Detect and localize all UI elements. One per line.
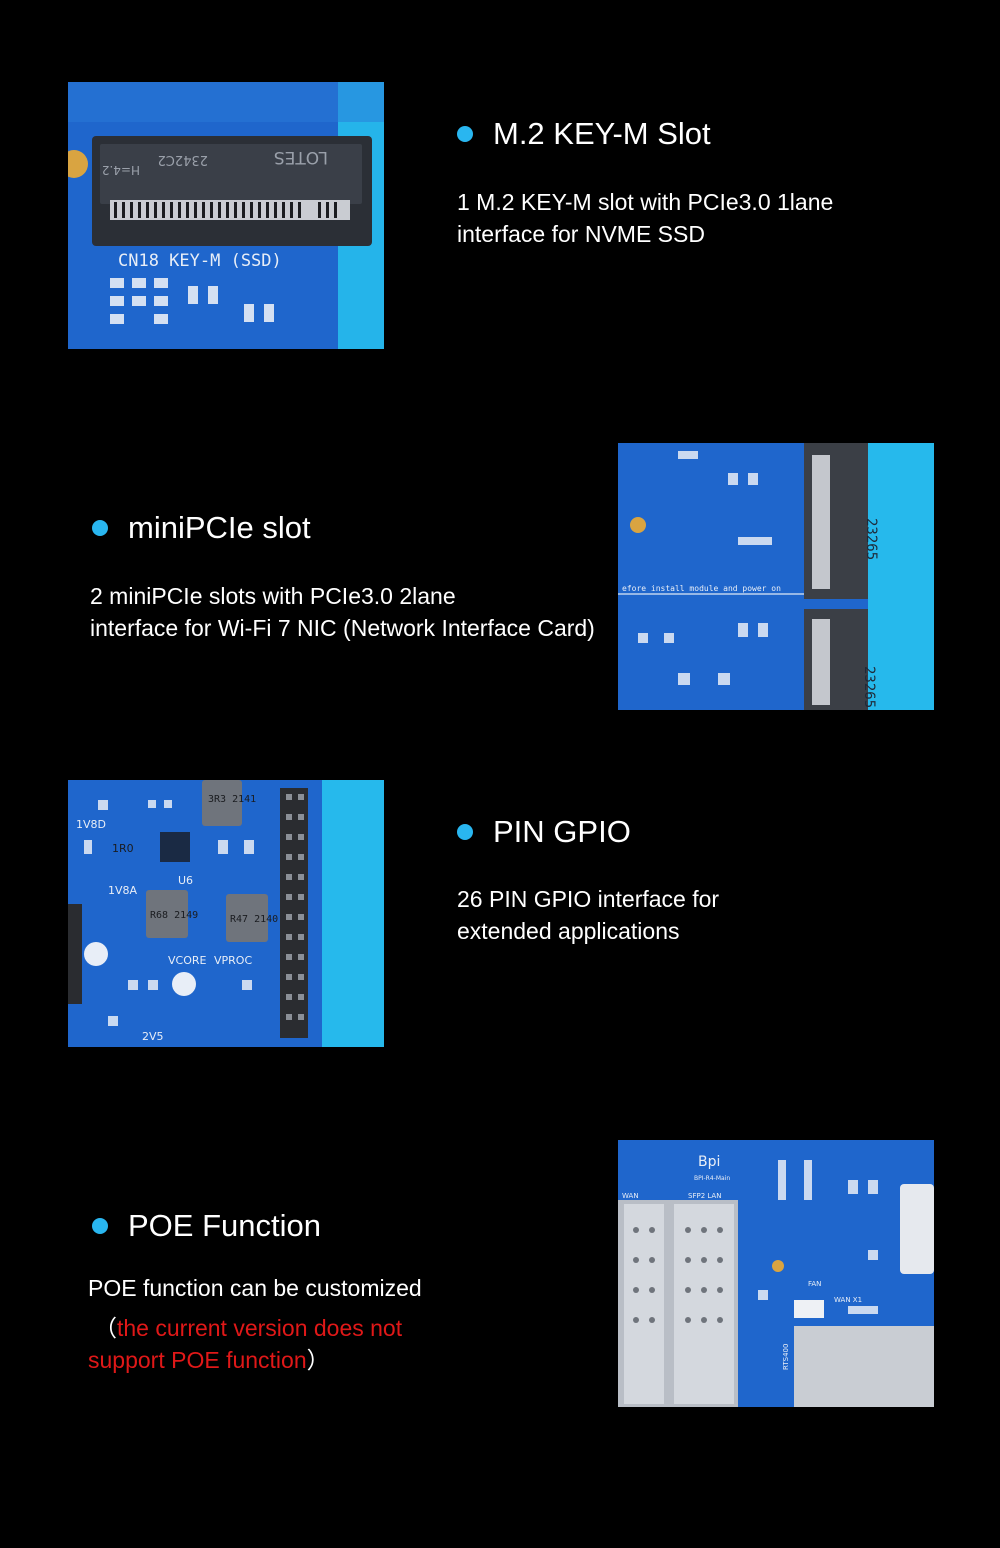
m2-slot-photo: LOTES 2342C2 H=4.2 CN18 KEY-M (SSD) bbox=[68, 82, 384, 349]
minipcie-photo-label-2: 23265 bbox=[861, 666, 877, 708]
section-poe-function: POE Function POE function can be customi… bbox=[0, 1130, 1000, 1548]
poe-warning-line1: the current version does not bbox=[117, 1315, 403, 1341]
gpio-photo-label-2v5: 2V5 bbox=[142, 1030, 164, 1043]
poe-title: POE Function bbox=[128, 1208, 321, 1243]
bullet-icon bbox=[457, 126, 473, 142]
minipcie-photo: efore install module and power on 23265 … bbox=[618, 443, 934, 710]
m2-slot-description: 1 M.2 KEY-M slot with PCIe3.0 1lane inte… bbox=[457, 186, 833, 250]
minipcie-heading: miniPCIe slot bbox=[92, 508, 311, 548]
m2-slot-title: M.2 KEY-M Slot bbox=[493, 116, 711, 151]
poe-warning-line2: support POE function bbox=[88, 1347, 307, 1373]
gpio-photo-label-r47: R47 2140 bbox=[230, 914, 278, 925]
bullet-icon bbox=[92, 520, 108, 536]
minipcie-photo-label-note: efore install module and power on bbox=[622, 584, 781, 593]
m2-photo-label-date: 2342C2 bbox=[158, 152, 208, 167]
gpio-desc-line1: 26 PIN GPIO interface for bbox=[457, 886, 720, 912]
m2-slot-heading: M.2 KEY-M Slot bbox=[457, 114, 711, 154]
gpio-photo-label-u6: U6 bbox=[178, 874, 193, 887]
bullet-icon bbox=[92, 1218, 108, 1234]
m2-photo-label-lotes: LOTES bbox=[274, 147, 328, 167]
poe-photo-label-wanx1: WAN X1 bbox=[834, 1296, 862, 1304]
gpio-board-illustration: 1V8D 1V8A U6 VCORE VPROC 2V5 1R0 3R3 214… bbox=[68, 780, 384, 1047]
minipcie-photo-label-1: 23265 bbox=[863, 518, 879, 560]
gpio-photo-label-1v8a: 1V8A bbox=[108, 884, 138, 897]
poe-desc-note-line2: support POE function） bbox=[88, 1344, 422, 1376]
poe-photo-label-rts: RTS400 bbox=[782, 1344, 790, 1370]
poe-photo: Bpi BPI-R4-Main WAN SFP2 LAN FAN WAN X1 … bbox=[618, 1140, 934, 1407]
poe-paren-open: （ bbox=[94, 1315, 117, 1341]
poe-desc-line1: POE function can be customized bbox=[88, 1275, 422, 1301]
gpio-description: 26 PIN GPIO interface for extended appli… bbox=[457, 883, 719, 947]
poe-photo-label-wan: WAN bbox=[622, 1192, 639, 1200]
gpio-photo-label-vproc: VPROC bbox=[214, 954, 252, 967]
bullet-icon bbox=[457, 824, 473, 840]
gpio-photo-label-1v8d: 1V8D bbox=[76, 818, 106, 831]
m2-slot-board-illustration: LOTES 2342C2 H=4.2 CN18 KEY-M (SSD) bbox=[68, 82, 384, 349]
poe-photo-label-fan: FAN bbox=[808, 1280, 821, 1288]
poe-board-illustration: Bpi BPI-R4-Main WAN SFP2 LAN FAN WAN X1 … bbox=[618, 1140, 934, 1407]
minipcie-board-illustration: efore install module and power on 23265 … bbox=[618, 443, 934, 710]
m2-photo-label-height: H=4.2 bbox=[102, 163, 140, 177]
poe-heading: POE Function bbox=[92, 1206, 321, 1246]
minipcie-title: miniPCIe slot bbox=[128, 510, 311, 545]
minipcie-desc-line2: interface for Wi-Fi 7 NIC (Network Inter… bbox=[90, 615, 595, 641]
section-pin-gpio: 1V8D 1V8A U6 VCORE VPROC 2V5 1R0 3R3 214… bbox=[0, 780, 1000, 1130]
poe-paren-close: ） bbox=[306, 1347, 330, 1373]
gpio-heading: PIN GPIO bbox=[457, 812, 631, 852]
poe-desc-note-line1: （the current version does not bbox=[88, 1312, 422, 1344]
gpio-photo-label-3r3: 3R3 2141 bbox=[208, 794, 256, 805]
m2-slot-desc-line2: interface for NVME SSD bbox=[457, 221, 705, 247]
gpio-desc-line2: extended applications bbox=[457, 918, 680, 944]
gpio-photo-label-vcore: VCORE bbox=[168, 954, 207, 967]
gpio-photo: 1V8D 1V8A U6 VCORE VPROC 2V5 1R0 3R3 214… bbox=[68, 780, 384, 1047]
gpio-photo-label-1r0: 1R0 bbox=[112, 842, 134, 855]
poe-description: POE function can be customized （the curr… bbox=[88, 1272, 422, 1376]
m2-photo-label-cn18: CN18 KEY-M (SSD) bbox=[118, 251, 282, 271]
poe-photo-label-sfp2: SFP2 LAN bbox=[688, 1192, 721, 1200]
poe-photo-label-bpi: Bpi bbox=[698, 1154, 720, 1170]
minipcie-description: 2 miniPCIe slots with PCIe3.0 2lane inte… bbox=[90, 580, 595, 644]
section-minipcie-slot: miniPCIe slot 2 miniPCIe slots with PCIe… bbox=[0, 400, 1000, 780]
gpio-photo-label-r68: R68 2149 bbox=[150, 910, 198, 921]
gpio-title: PIN GPIO bbox=[493, 814, 631, 849]
m2-slot-desc-line1: 1 M.2 KEY-M slot with PCIe3.0 1lane bbox=[457, 189, 834, 215]
section-m2-slot: LOTES 2342C2 H=4.2 CN18 KEY-M (SSD) M.2 … bbox=[0, 0, 1000, 400]
minipcie-desc-line1: 2 miniPCIe slots with PCIe3.0 2lane bbox=[90, 583, 456, 609]
poe-photo-label-model: BPI-R4-Main bbox=[694, 1175, 730, 1182]
